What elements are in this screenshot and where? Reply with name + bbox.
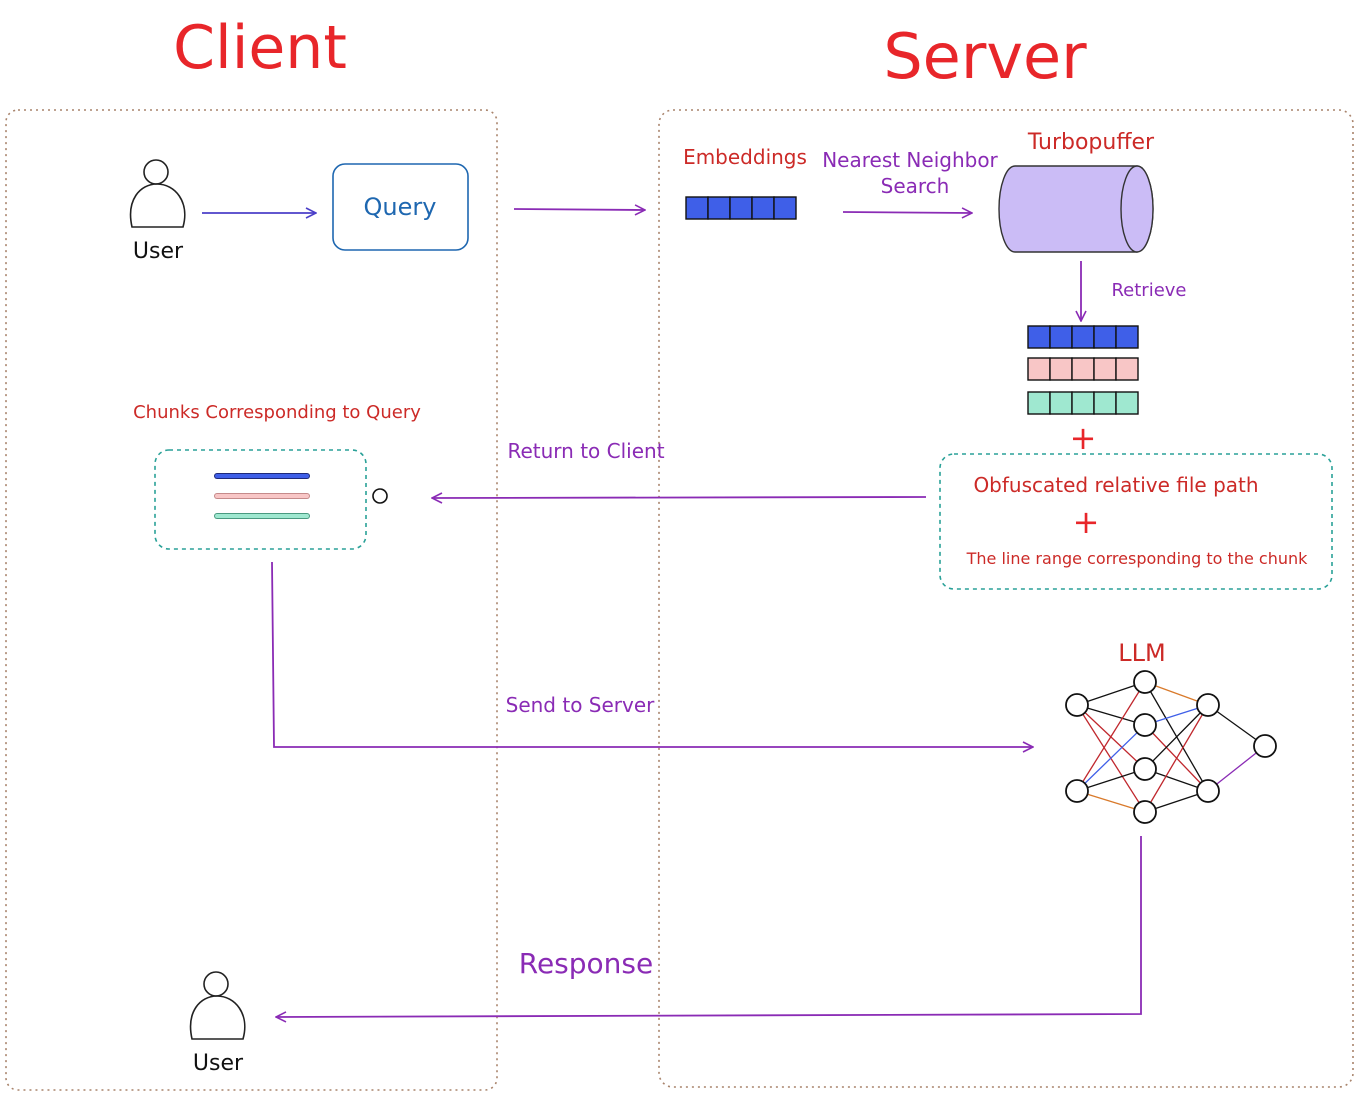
- turbopuffer-label: Turbopuffer: [1027, 130, 1155, 155]
- plus-sign-top: +: [1070, 419, 1097, 457]
- arrow-query-to-embeddings: [513, 209, 645, 210]
- query-label: Query: [364, 193, 437, 221]
- retrieved-vector-pink: [1027, 357, 1139, 381]
- embedding-vector: [685, 196, 797, 220]
- metadata-box: [939, 453, 1333, 590]
- arrow-response: [276, 836, 1142, 1017]
- client-title: Client: [173, 13, 347, 83]
- user-top-icon: [129, 159, 186, 228]
- chunks-heading: Chunks Corresponding to Query: [133, 402, 421, 423]
- arrow-return-to-client: [432, 497, 927, 498]
- llm-neural-network-icon: [1065, 670, 1277, 824]
- retrieved-vector-teal: [1027, 391, 1139, 415]
- arrow-send-to-server: [271, 561, 1033, 747]
- query-box: [332, 163, 469, 251]
- send-to-server-label: Send to Server: [506, 693, 656, 717]
- line-range-label: The line range corresponding to the chun…: [966, 549, 1308, 568]
- chunk-lines: [214, 473, 310, 519]
- arrow-embeddings-to-turbopuffer: [842, 212, 972, 213]
- chunks-box: [154, 449, 367, 550]
- search-label: Search: [881, 174, 950, 198]
- user-bottom-icon: [189, 971, 246, 1040]
- response-label: Response: [519, 947, 653, 980]
- obfuscated-path-label: Obfuscated relative file path: [973, 473, 1258, 497]
- user-bottom-label: User: [193, 1051, 244, 1076]
- server-panel: [658, 109, 1354, 1088]
- llm-label: LLM: [1118, 639, 1165, 667]
- embeddings-label: Embeddings: [683, 145, 807, 169]
- small-circle-marker: [372, 488, 388, 504]
- server-title: Server: [883, 20, 1087, 93]
- return-to-client-label: Return to Client: [507, 439, 664, 463]
- retrieve-label: Retrieve: [1111, 280, 1186, 301]
- turbopuffer-cylinder-icon: [998, 165, 1154, 253]
- retrieved-vector-blue: [1027, 325, 1139, 349]
- client-panel: [5, 109, 498, 1091]
- user-top-label: User: [133, 239, 184, 264]
- nearest-neighbor-label: Nearest Neighbor: [822, 148, 998, 172]
- plus-sign-inner: +: [1073, 503, 1100, 541]
